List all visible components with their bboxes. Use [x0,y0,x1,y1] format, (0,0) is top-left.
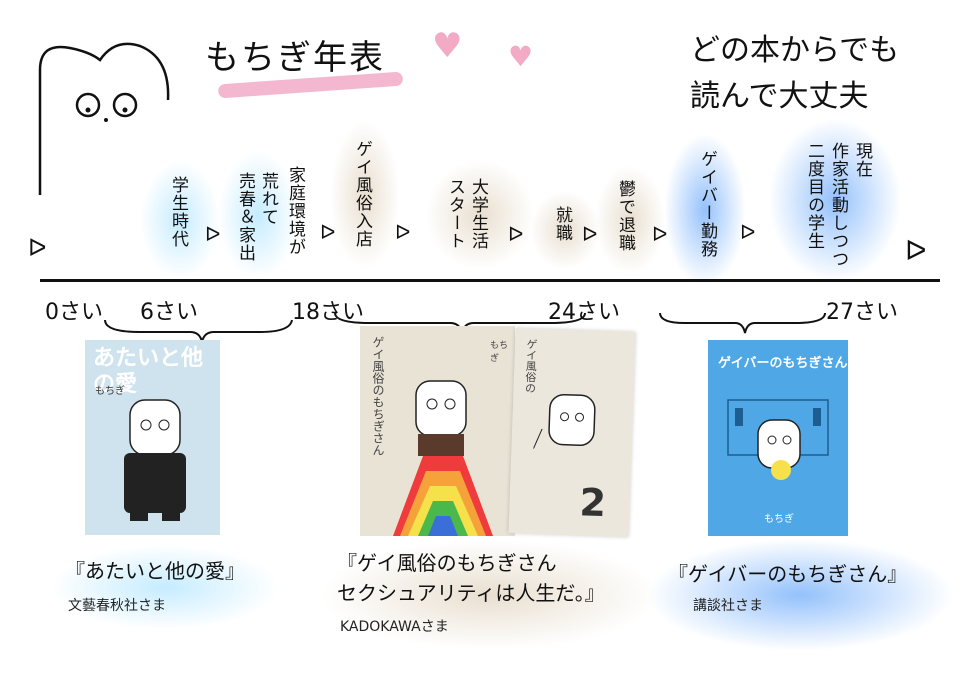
highlight-glow [770,120,900,280]
caption-glow [320,540,660,650]
cover-author: もちぎ [95,386,125,397]
highlight-glow [140,160,220,280]
highlight-glow [330,120,400,270]
highlight-glow [530,190,600,270]
arrow-right-icon: ᐅ [582,222,598,246]
reading-note-line1: どの本からでも [690,33,900,68]
mascot-face-icon [38,42,170,195]
event-employment: 就職 [552,206,572,242]
book-cover-atai[interactable]: あたいと他の愛 もちぎ [85,340,220,535]
mascot-school-uniform-icon [124,399,186,521]
arrow-right-icon: ᐅ [28,234,47,262]
cover-author: もちぎ [490,341,509,364]
reading-note-line2: 読んで大丈夫 [690,79,869,114]
heart-icon: ♥ [432,26,463,66]
highlight-glow [425,160,535,270]
age-label-24: 24さい [548,300,620,325]
event-running-away-line1: 荒れて [258,172,278,226]
brace-icon [659,312,826,334]
arrow-right-icon: ᐅ [320,220,336,244]
book-cover-gay-fuzoku-2[interactable]: ゲイ風俗の 2 [508,327,636,538]
event-school-days: 学生時代 [168,176,188,248]
cover-title: あたいと他の愛 [93,346,204,397]
publisher-kadokawa: KADOKAWAさま [340,619,449,635]
reading-note: どの本からでも 読んで大丈夫 [690,28,899,120]
book-caption-atai: 『あたいと他の愛』 [65,559,245,583]
book-caption-gay-fuzoku-line1: 『ゲイ風俗のもちぎさん [337,551,557,575]
caption-glow [50,545,280,630]
arrow-right-icon: ᐅ [395,220,411,244]
page-title: もちぎ年表 [205,38,385,78]
event-present-line3: 二度目の学生 [804,142,824,250]
event-university-line1: 大学生活 [468,178,488,250]
arrow-right-icon: ᐅ [905,234,927,267]
timeline-axis [40,279,940,282]
event-running-away-line2: 売春＆家出 [235,172,255,262]
event-gay-bar: ゲイバー勤務 [697,150,717,258]
event-depression-quit: 鬱で退職 [615,180,635,252]
age-label-0: 0さい [45,300,103,325]
publisher-bunshun: 文藝春秋社さま [68,598,166,614]
arrow-right-icon: ᐅ [508,222,524,246]
cover-title: ゲイ風俗の [523,338,539,394]
event-university-line2: スタート [445,178,465,250]
book-cover-gay-fuzoku-1[interactable]: ゲイ風俗のもちぎさん もちぎ [360,326,515,536]
event-present-line1: 現在 [852,142,872,178]
book-caption-gay-bar: 『ゲイバーのもちぎさん』 [668,562,908,586]
volume-number: 2 [578,480,607,526]
highlight-glow [595,165,665,275]
event-present-line2: 作家活動しつつ [828,142,848,268]
book-cover-gay-bar[interactable]: ゲイバーのもちぎさん もちぎ [708,340,848,536]
event-family-environment: 家庭環境が [285,166,305,256]
publisher-kodansha: 講談社さま [693,598,763,614]
highlight-glow [665,135,745,285]
cover-title: ゲイ風俗のもちぎさん [371,336,385,456]
book-caption-gay-fuzoku-line2: セクシュアリティは人生だ。』 [337,581,605,605]
age-label-18: 18さい [292,300,364,325]
arrow-right-icon: ᐅ [205,222,221,246]
heart-icon: ♥ [508,40,534,73]
cover-author: もちぎ [764,514,794,525]
caption-glow [650,540,950,650]
arrow-right-icon: ᐅ [652,222,668,246]
event-gay-fuzoku: ゲイ風俗入店 [352,140,372,248]
mascot-rainbow-icon [393,380,493,536]
cover-title: ゲイバーのもちぎさん [718,356,848,371]
arrow-right-icon: ᐅ [740,220,756,244]
mascot-smoking-icon [532,393,596,449]
age-label-27: 27さい [826,300,898,325]
age-label-6: 6さい [140,300,198,325]
highlight-glow [218,150,298,280]
mascot-bar-icon [727,399,829,480]
